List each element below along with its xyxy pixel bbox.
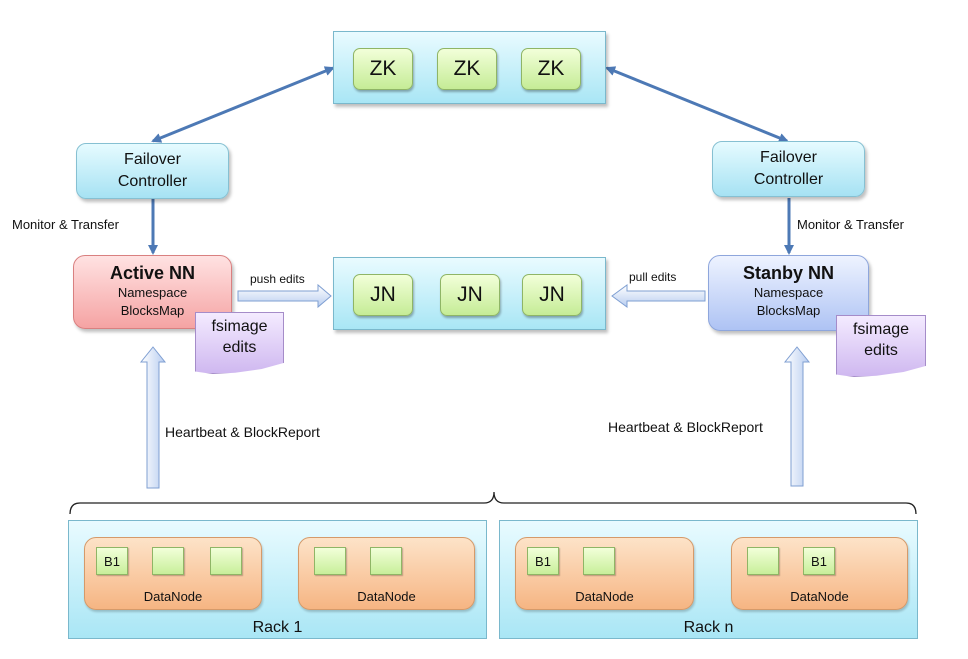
rack-brace [69, 491, 917, 515]
heartbeat-right-arrow [783, 346, 811, 487]
datanode: B1 DataNode [731, 537, 908, 610]
active-namenode: Active NN Namespace BlocksMap [73, 255, 232, 329]
push-edits-arrow [237, 283, 332, 309]
standby-nn-namespace: Namespace [753, 285, 824, 300]
jn-node: JN [522, 274, 582, 316]
zk-left-failover-arrow [151, 66, 335, 143]
zk-ensemble: ZK ZK ZK [333, 31, 606, 104]
zk-node: ZK [437, 48, 497, 90]
doc-left-fsimage: fsimage [211, 318, 268, 335]
block-b1: B1 [803, 547, 835, 575]
active-nn-title: Active NN [109, 263, 196, 283]
active-nn-namespace: Namespace [117, 285, 188, 300]
block [583, 547, 615, 575]
zk-node: ZK [521, 48, 581, 90]
fsimage-edits-doc-left: fsimage edits [195, 312, 284, 374]
doc-left-edits: edits [222, 339, 257, 356]
monitor-transfer-left-label: Monitor & Transfer [12, 217, 119, 232]
pull-edits-arrow [611, 284, 706, 308]
fsimage-edits-doc-right: fsimage edits [836, 315, 926, 377]
pull-edits-label: pull edits [629, 270, 677, 284]
datanode-label: DataNode [357, 589, 416, 604]
block-b1: B1 [527, 547, 559, 575]
doc-right-edits: edits [864, 342, 898, 359]
standby-nn-title: Stanby NN [742, 263, 834, 283]
failover-controller-left: Failover Controller [76, 143, 229, 199]
failover-right-line2: Controller [753, 171, 824, 188]
jn-ensemble: JN JN JN [333, 257, 606, 330]
monitor-transfer-right-label: Monitor & Transfer [797, 217, 904, 232]
push-edits-label: push edits [250, 272, 305, 286]
failover-right-line1: Failover [760, 149, 817, 166]
jn-node: JN [440, 274, 500, 316]
zk-node: ZK [353, 48, 413, 90]
datanode-label: DataNode [143, 589, 203, 604]
rack-1: B1 DataNode DataNode Rack 1 [68, 520, 487, 639]
failover-controller-right: Failover Controller [712, 141, 865, 197]
block [152, 547, 184, 575]
block [747, 547, 779, 575]
datanode-label: DataNode [575, 589, 634, 604]
jn-node: JN [353, 274, 413, 316]
rack-n: B1 DataNode B1 DataNode Rack n [499, 520, 918, 639]
failover-left-line1: Failover [124, 151, 181, 168]
standby-nn-blocksmap: BlocksMap [756, 303, 821, 318]
heartbeat-left-arrow [139, 346, 167, 489]
zk-right-failover-arrow [605, 66, 789, 143]
datanode: B1 DataNode [515, 537, 694, 610]
block [210, 547, 242, 575]
heartbeat-right-label: Heartbeat & BlockReport [608, 419, 763, 435]
block [370, 547, 402, 575]
block-b1: B1 [96, 547, 128, 575]
failover-left-line2: Controller [117, 173, 188, 190]
rack-label: Rack n [683, 619, 734, 636]
heartbeat-left-label: Heartbeat & BlockReport [165, 424, 320, 440]
block [314, 547, 346, 575]
datanode: DataNode [298, 537, 475, 610]
datanode: B1 DataNode [84, 537, 262, 610]
datanode-label: DataNode [790, 589, 849, 604]
rack-label: Rack 1 [252, 619, 303, 636]
doc-right-fsimage: fsimage [852, 321, 910, 338]
active-nn-blocksmap: BlocksMap [120, 303, 185, 318]
